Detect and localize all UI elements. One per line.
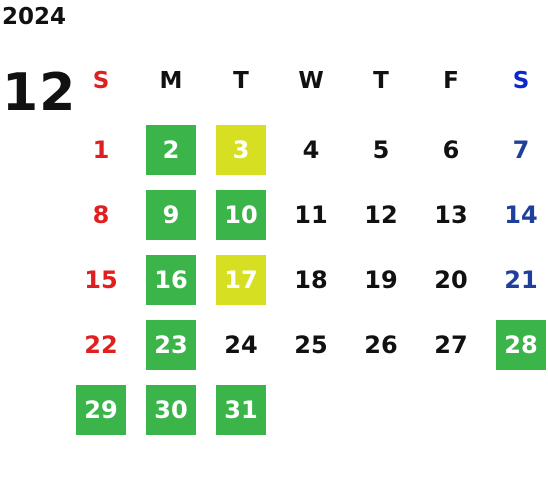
calendar-day-5[interactable]: 5: [372, 136, 390, 164]
calendar-day-19[interactable]: 19: [364, 266, 398, 294]
calendar-day-2[interactable]: 2: [146, 125, 196, 175]
calendar-day-8[interactable]: 8: [92, 201, 110, 229]
calendar-day-13[interactable]: 13: [434, 201, 468, 229]
calendar-day-27[interactable]: 27: [434, 331, 468, 359]
calendar-day-14[interactable]: 14: [504, 201, 538, 229]
calendar-day-29[interactable]: 29: [76, 385, 126, 435]
calendar-day-28[interactable]: 28: [496, 320, 546, 370]
calendar-day-25[interactable]: 25: [294, 331, 328, 359]
weekday-header-mon: M: [159, 68, 183, 94]
calendar-day-23[interactable]: 23: [146, 320, 196, 370]
calendar-day-15[interactable]: 15: [84, 266, 118, 294]
calendar-day-26[interactable]: 26: [364, 331, 398, 359]
calendar-day-3[interactable]: 3: [216, 125, 266, 175]
calendar-day-31[interactable]: 31: [216, 385, 266, 435]
calendar-day-12[interactable]: 12: [364, 201, 398, 229]
calendar-day-24[interactable]: 24: [224, 331, 258, 359]
calendar-day-7[interactable]: 7: [512, 136, 530, 164]
weekday-header-wed: W: [298, 68, 324, 94]
calendar-day-30[interactable]: 30: [146, 385, 196, 435]
calendar-day-6[interactable]: 6: [442, 136, 460, 164]
weekday-header-thu: T: [373, 68, 389, 94]
calendar-day-10[interactable]: 10: [216, 190, 266, 240]
calendar-day-21[interactable]: 21: [504, 266, 538, 294]
weekday-header-sat: S: [512, 68, 530, 94]
calendar-day-22[interactable]: 22: [84, 331, 118, 359]
weekday-header-tue: T: [233, 68, 249, 94]
calendar-day-20[interactable]: 20: [434, 266, 468, 294]
calendar-day-4[interactable]: 4: [302, 136, 320, 164]
weekday-header-fri: F: [443, 68, 459, 94]
weekday-header-sun: S: [92, 68, 110, 94]
calendar-month: 12: [2, 63, 77, 123]
calendar-day-9[interactable]: 9: [146, 190, 196, 240]
calendar-day-1[interactable]: 1: [92, 136, 110, 164]
calendar-day-17[interactable]: 17: [216, 255, 266, 305]
calendar-day-11[interactable]: 11: [294, 201, 328, 229]
calendar-day-16[interactable]: 16: [146, 255, 196, 305]
calendar-year: 2024: [2, 4, 67, 30]
calendar-day-18[interactable]: 18: [294, 266, 328, 294]
